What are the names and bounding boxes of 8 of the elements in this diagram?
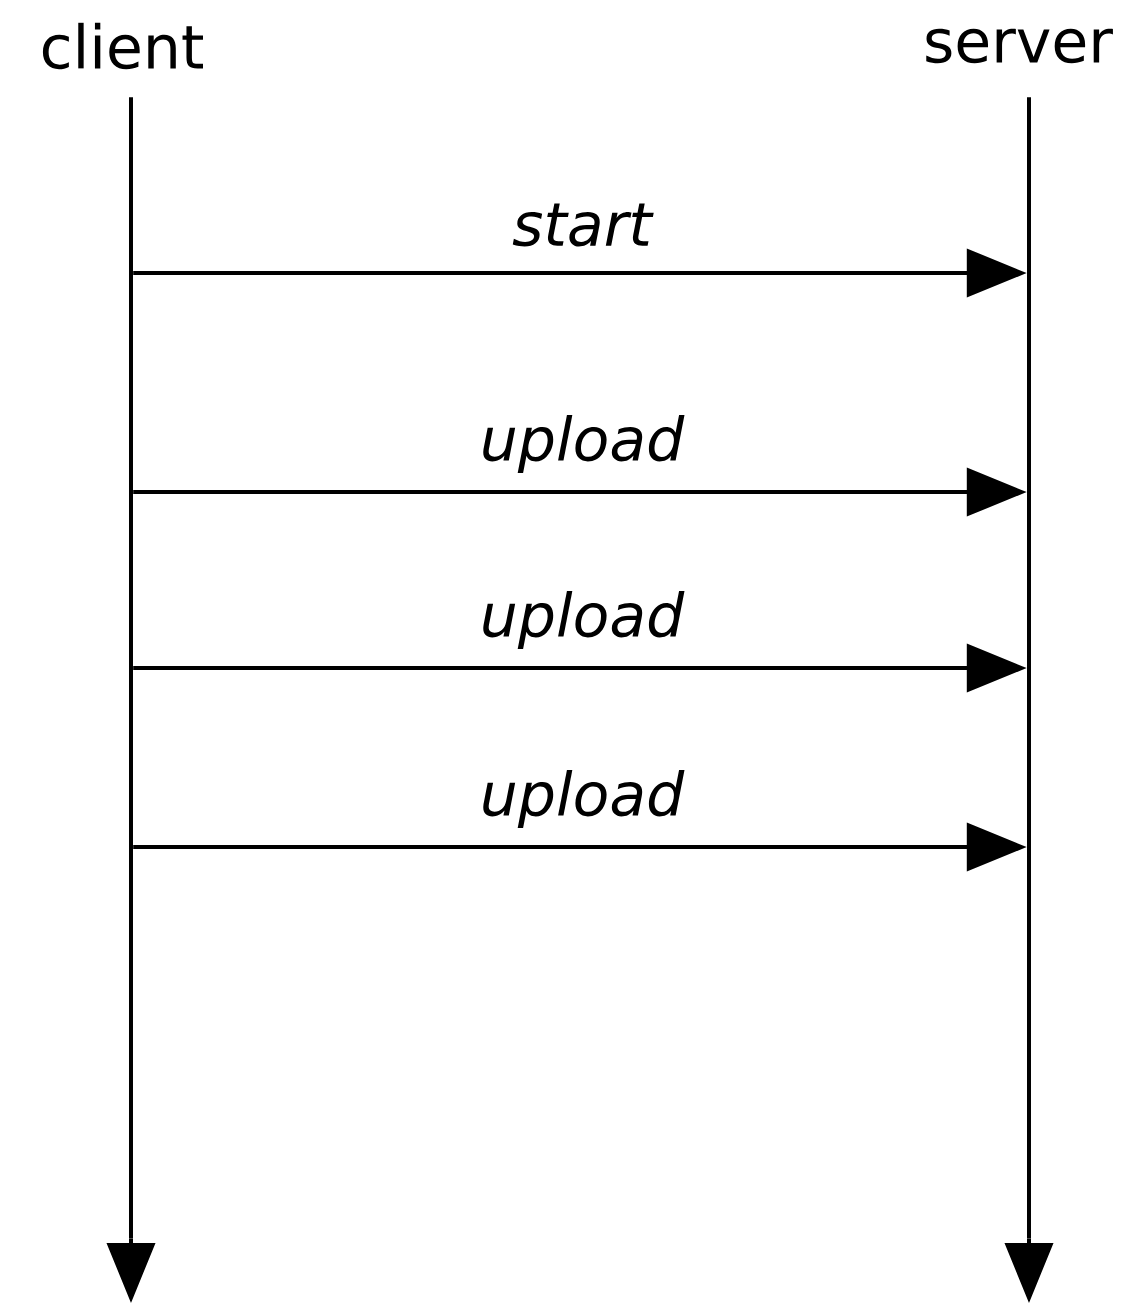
edge-label: start (511, 202, 654, 248)
edge-label: upload (478, 589, 686, 651)
lifeline (1027, 97, 1031, 1239)
participant-label: server (926, 28, 1113, 64)
participant-label: client (42, 22, 203, 70)
edge-label: upload (478, 414, 686, 475)
lifeline (129, 97, 133, 1239)
edge-label: upload (478, 768, 686, 830)
